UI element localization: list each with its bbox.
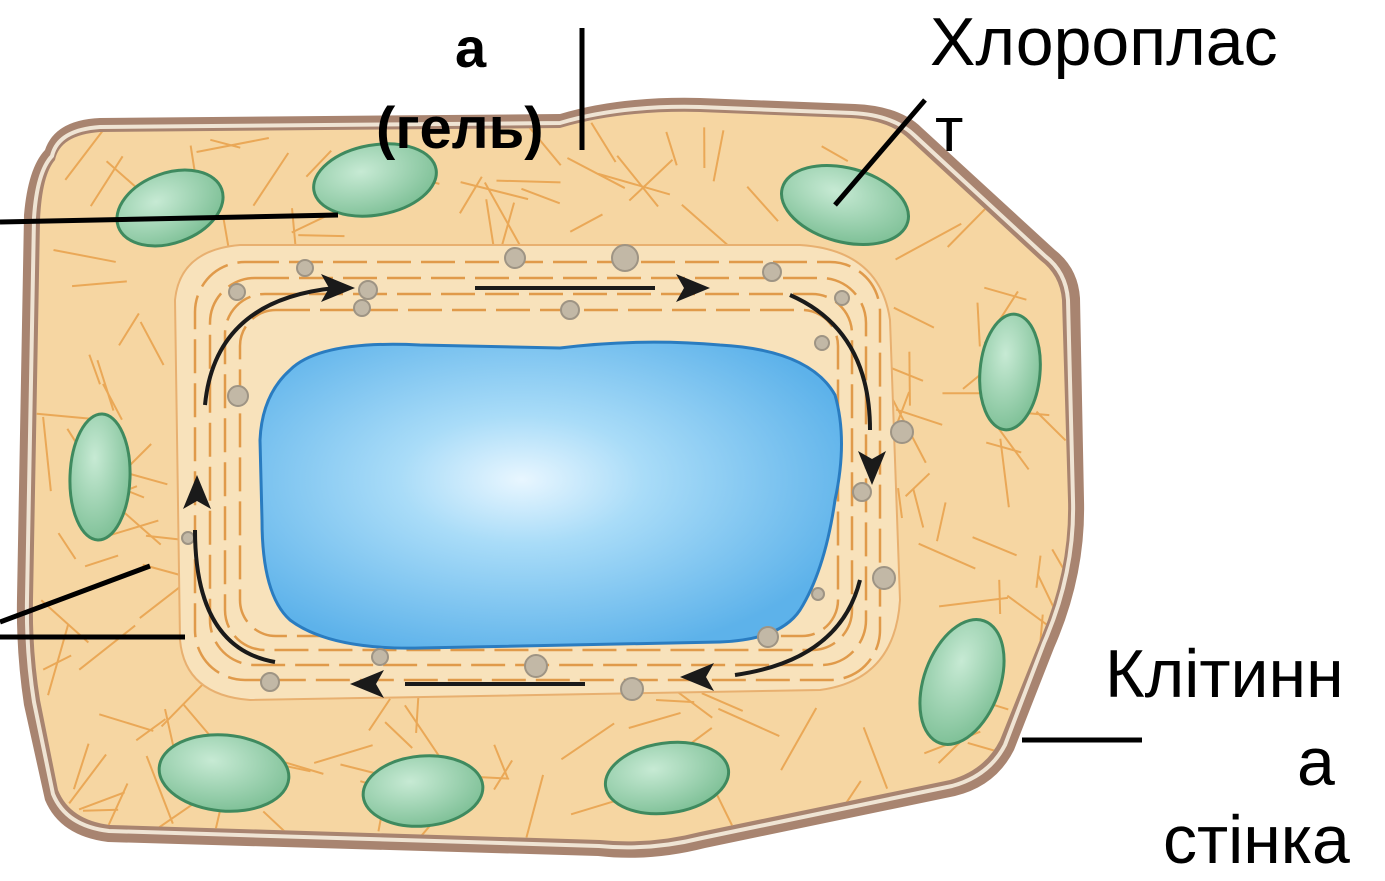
fiber-line	[948, 807, 987, 816]
vesicle-dot	[525, 655, 547, 677]
label-top-a: а	[455, 20, 486, 76]
vesicle-dot	[853, 483, 871, 501]
label-chloroplast-2: т	[935, 100, 963, 162]
vesicle-dot	[815, 336, 829, 350]
vesicle-dot	[812, 588, 824, 600]
label-cell-wall-2: а	[1297, 728, 1335, 796]
vesicle-dot	[561, 301, 579, 319]
label-cell-wall-1: Клітинн	[1105, 640, 1344, 708]
vesicle-dot	[297, 260, 313, 276]
vesicle-dot	[873, 567, 895, 589]
fiber-line	[298, 235, 344, 236]
vesicle-dot	[621, 678, 643, 700]
vesicle-dot	[505, 248, 525, 268]
label-cell-wall-3: стінка	[1163, 806, 1350, 874]
fiber-line	[909, 352, 910, 406]
vesicle-dot	[763, 263, 781, 281]
vesicle-dot	[612, 245, 638, 271]
fiber-line	[83, 810, 118, 811]
fiber-line	[967, 826, 989, 850]
vesicle-dot	[229, 284, 245, 300]
vesicle-dot	[261, 673, 279, 691]
label-top-gel: (гель)	[376, 100, 544, 158]
vesicle-dot	[182, 532, 194, 544]
vesicle-dot	[359, 281, 377, 299]
fiber-line	[999, 580, 1000, 614]
vesicle-dot	[354, 300, 370, 316]
fiber-line	[825, 824, 854, 851]
vesicle-dot	[228, 386, 248, 406]
fiber-line	[991, 147, 1001, 198]
vacuole	[260, 342, 842, 648]
vesicle-dot	[835, 291, 849, 305]
vesicle-dot	[372, 649, 388, 665]
vesicle-dot	[891, 421, 913, 443]
fiber-line	[956, 813, 985, 838]
vesicle-dot	[758, 627, 778, 647]
label-chloroplast-1: Хлороплас	[930, 8, 1278, 76]
